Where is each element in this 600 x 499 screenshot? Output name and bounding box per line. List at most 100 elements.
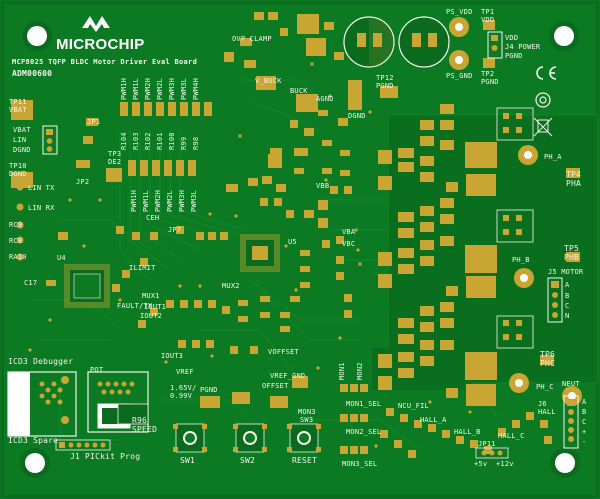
label-jp7: JP7 <box>168 226 182 234</box>
tp4-pad[interactable] <box>566 168 580 178</box>
label-pwm1l: PWM1L <box>132 77 140 100</box>
label-5v: +5v <box>474 460 488 468</box>
label-sw3: SW3 <box>300 416 314 424</box>
label-pwm2h: PWM2H <box>144 77 152 100</box>
label-mux1: MUX1 <box>142 292 160 300</box>
label-pwm2l: PWM2L <box>156 77 164 100</box>
label-tp5: TP5 PHB <box>564 244 580 262</box>
label-sw1: SW1 <box>180 456 196 465</box>
label-sw2: SW2 <box>240 456 256 465</box>
buck-inductor <box>296 94 318 112</box>
ph-b-terminal[interactable] <box>514 268 534 288</box>
label-hall-pin-c: C <box>582 418 587 426</box>
label-vdd: VDD <box>505 34 519 42</box>
rohs-mark-icon <box>535 92 551 108</box>
inductor-l1 <box>268 154 282 168</box>
tp12-pad[interactable] <box>380 86 398 98</box>
ps-gnd-terminal[interactable] <box>449 50 469 70</box>
label-buck: BUCK <box>290 87 308 95</box>
label-iout1: IOUT1 <box>144 303 167 311</box>
label-hall-pin-plus: + <box>582 428 587 436</box>
label-r104: R104 <box>120 132 128 150</box>
pwm-resistor-array <box>120 102 212 116</box>
weee-bin-icon <box>533 117 553 137</box>
sw3-reset-button[interactable] <box>287 423 321 453</box>
tp3-pad[interactable] <box>106 168 122 182</box>
capacitor-c9 <box>343 16 395 68</box>
label-tp1: TP1 VDD <box>481 8 495 24</box>
label-dgnd-top: DGND <box>348 112 366 120</box>
label-mon3: MON3 <box>298 408 316 416</box>
label-agnd: AGND <box>316 95 334 103</box>
label-voffset: VOFFSET <box>268 348 299 356</box>
icd3-debugger-connector[interactable] <box>7 371 77 437</box>
tp6-pad[interactable] <box>540 355 554 365</box>
mon-select-headers[interactable] <box>340 384 368 454</box>
tp10-pad[interactable] <box>11 172 33 188</box>
pgnd-pad-bottom-2[interactable] <box>232 392 250 404</box>
label-ce: CEH <box>146 214 160 222</box>
label-pwm1h-low: PWM1H <box>130 189 138 212</box>
mosfet-q6 <box>465 142 497 168</box>
trace-layer <box>30 79 501 451</box>
label-tp11: TP11 VBAT <box>9 98 27 114</box>
label-v-buck: V_BUCK <box>255 77 282 85</box>
label-motor-pin-c: C <box>565 302 570 310</box>
label-jp11: JP11 <box>478 440 496 448</box>
label-icd3-spare: ICD3 Spare <box>8 436 59 445</box>
label-j1-pickit: J1 PICkit Prog <box>70 452 141 461</box>
label-motor-pin-b: B <box>565 292 570 300</box>
tp7-pad[interactable] <box>270 396 288 408</box>
capacitor-c8 <box>398 16 450 68</box>
sw2-button[interactable] <box>233 423 267 453</box>
label-ps-vdd: PS_VDD <box>446 8 473 16</box>
tp8-pad[interactable] <box>292 376 308 388</box>
j5-motor-connector[interactable] <box>547 277 563 323</box>
j6-hall-connector[interactable] <box>563 395 579 449</box>
label-ovp-clamp: OVP CLAMP <box>232 35 272 43</box>
ph-c-terminal[interactable] <box>509 373 529 393</box>
label-jp1: JP1 <box>87 118 101 126</box>
j1-pickit-header[interactable] <box>55 439 111 451</box>
pgnd-pad-bottom-1[interactable] <box>200 396 220 408</box>
lin-header[interactable] <box>42 125 58 155</box>
power-mosfets <box>465 107 534 406</box>
label-c17: C17 <box>24 279 38 287</box>
label-12v: +12v <box>496 460 514 468</box>
left-testpoints[interactable] <box>16 183 24 261</box>
label-fault-tx: FAULT/TX <box>117 302 153 310</box>
label-mon3-sel: MON3_SEL <box>342 460 378 468</box>
label-tp10: TP10 DGND <box>9 162 27 178</box>
label-r96-speed: R96 SPEED <box>132 416 158 434</box>
label-vref-select: 1.65V/ 0.99V <box>170 384 197 400</box>
label-j4-power: J4 POWER <box>505 43 541 51</box>
label-j5-motor: J5 MOTOR <box>548 268 584 276</box>
inductor-d7 <box>297 14 319 34</box>
tp2-pad[interactable] <box>483 58 495 68</box>
label-r101: R101 <box>156 132 164 150</box>
label-ph-b: PH_B <box>512 256 530 264</box>
r96-speed-potentiometer[interactable] <box>117 403 149 425</box>
tp1-pad[interactable] <box>483 20 495 30</box>
tp11-pad[interactable] <box>11 100 33 120</box>
pwm-low-resistors <box>128 160 196 176</box>
tp5-pad[interactable] <box>566 252 580 262</box>
passives-mid <box>112 176 352 354</box>
label-hall-c: HALL_C <box>498 432 525 440</box>
label-mon1-sel: MON1_SEL <box>346 400 382 408</box>
ps-vdd-terminal[interactable] <box>449 17 469 37</box>
label-ps-gnd: PS_GND <box>446 72 473 80</box>
label-r99: R99 <box>180 136 188 150</box>
jp11-header[interactable] <box>475 447 509 459</box>
j4-power-header[interactable] <box>487 31 503 59</box>
label-mon2: MON2 <box>356 362 364 380</box>
label-mux2: MUX2 <box>222 282 240 290</box>
label-hall-pin-a: A <box>582 398 587 406</box>
label-tp6: TP6 PHC <box>540 350 556 368</box>
label-motor-pin-a: A <box>565 281 570 289</box>
via-field <box>28 62 472 448</box>
sw1-button[interactable] <box>173 423 207 453</box>
label-tp4: TP4 PHA <box>566 170 582 188</box>
ph-a-terminal[interactable] <box>518 145 538 165</box>
label-pwm3l-low: PWM3L <box>190 189 198 212</box>
